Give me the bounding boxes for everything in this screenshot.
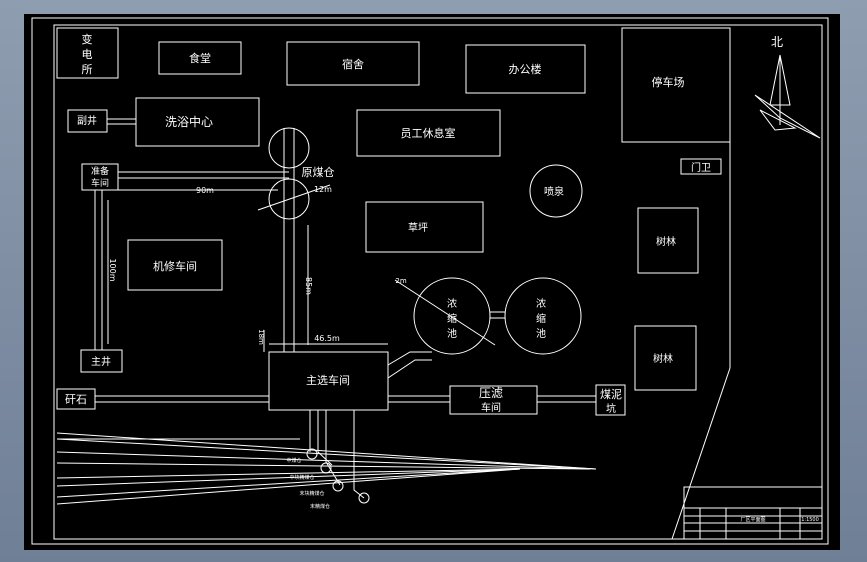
dormitory-label: 宿舍 (342, 57, 364, 71)
staff-lounge-label: 员工休息室 (401, 126, 456, 140)
thickener-1-label-3: 池 (447, 327, 457, 340)
slime-field (595, 384, 626, 416)
staff-lounge (356, 109, 501, 157)
substation-label-3: 所 (82, 63, 93, 76)
dim-90m: 90m (196, 186, 214, 195)
substation-label-2: 电 (82, 48, 93, 61)
rail-label-3: 末块精煤仓 (299, 490, 324, 497)
repair-workshop (127, 239, 223, 291)
repair-workshop-label: 机修车间 (153, 259, 197, 273)
gatehouse-label: 门卫 (691, 161, 711, 174)
dim-12m: 12m (314, 185, 332, 194)
main-shaft-label: 主井 (91, 355, 111, 368)
grove-2-label: 树林 (653, 352, 673, 365)
parking-label: 停车场 (652, 75, 685, 89)
thickener-2 (504, 277, 582, 355)
drawing-sheet: 变 电 所 食堂 宿舍 办公楼 停车场 副井 洗浴中心 员工休息室 准备 车间 … (24, 14, 840, 550)
title-block (683, 486, 823, 540)
press-filter-label-2: 车间 (481, 401, 501, 414)
site-plan: 变 电 所 食堂 宿舍 办公楼 停车场 副井 洗浴中心 员工休息室 准备 车间 … (31, 17, 829, 545)
office (465, 44, 586, 94)
grove-1-label: 树林 (656, 235, 676, 248)
canteen (158, 41, 242, 75)
north-arrow-icon (754, 54, 821, 139)
canteen-label: 食堂 (189, 51, 211, 65)
dim-100m: 100m (108, 258, 117, 281)
substation-label-1: 变 (82, 32, 93, 46)
rail-label-2: 中块精煤仓 (289, 474, 314, 481)
prep-workshop (81, 163, 119, 191)
raw-coal-bin-label: 原煤仓 (302, 165, 335, 179)
office-label: 办公楼 (509, 62, 542, 76)
thickener-2-label-1: 浓 (536, 298, 546, 310)
grove-2 (634, 325, 697, 391)
prep-workshop-label-1: 准备 (91, 165, 109, 177)
thickener-1-label-2: 缩 (447, 312, 457, 325)
title-block-scale: 1:1500 (801, 517, 819, 523)
thickener-2-label-3: 池 (536, 327, 546, 340)
aux-shaft-label: 副井 (77, 114, 97, 127)
main-plant-label: 主选车间 (306, 373, 350, 387)
thickener-2-label-2: 缩 (536, 312, 546, 325)
slime-field-label-1: 煤泥 (600, 388, 622, 401)
lawn-label: 草坪 (408, 221, 428, 234)
press-filter-label-1: 压滤 (479, 386, 503, 400)
coal-bin-upper (268, 127, 310, 169)
dormitory (286, 41, 420, 86)
thickener-1-label-1: 浓 (447, 298, 457, 310)
main-plant (268, 351, 389, 411)
gangue-yard (56, 388, 96, 410)
dim-85m: 85m (304, 277, 313, 295)
bath-center-label: 洗浴中心 (165, 114, 213, 129)
press-filter (449, 385, 538, 415)
title-block-drawing-name: 厂区平面图 (740, 517, 765, 523)
gangue-label: 矸石 (65, 393, 87, 406)
raw-coal-bin (268, 178, 310, 220)
lawn (365, 201, 484, 253)
fountain-label: 喷泉 (544, 185, 564, 198)
outer-border (31, 17, 829, 545)
fountain (529, 164, 583, 218)
dim-2m: 2m (395, 277, 406, 285)
rail-label-1: 中煤仓 (286, 457, 301, 464)
aux-shaft (67, 109, 108, 133)
grove-1 (637, 207, 699, 274)
dim-18m: 18m (257, 329, 265, 345)
compass-label: 北 (771, 35, 783, 49)
substation (56, 27, 119, 79)
gatehouse (680, 158, 722, 175)
inner-border (53, 24, 823, 540)
rail-label-4: 末精煤仓 (310, 503, 330, 510)
bath-center (135, 97, 260, 147)
slime-field-label-2: 坑 (606, 402, 616, 415)
dim-46-5m: 46.5m (314, 334, 340, 343)
thickener-1 (413, 277, 491, 355)
prep-workshop-label-2: 车间 (91, 177, 109, 189)
